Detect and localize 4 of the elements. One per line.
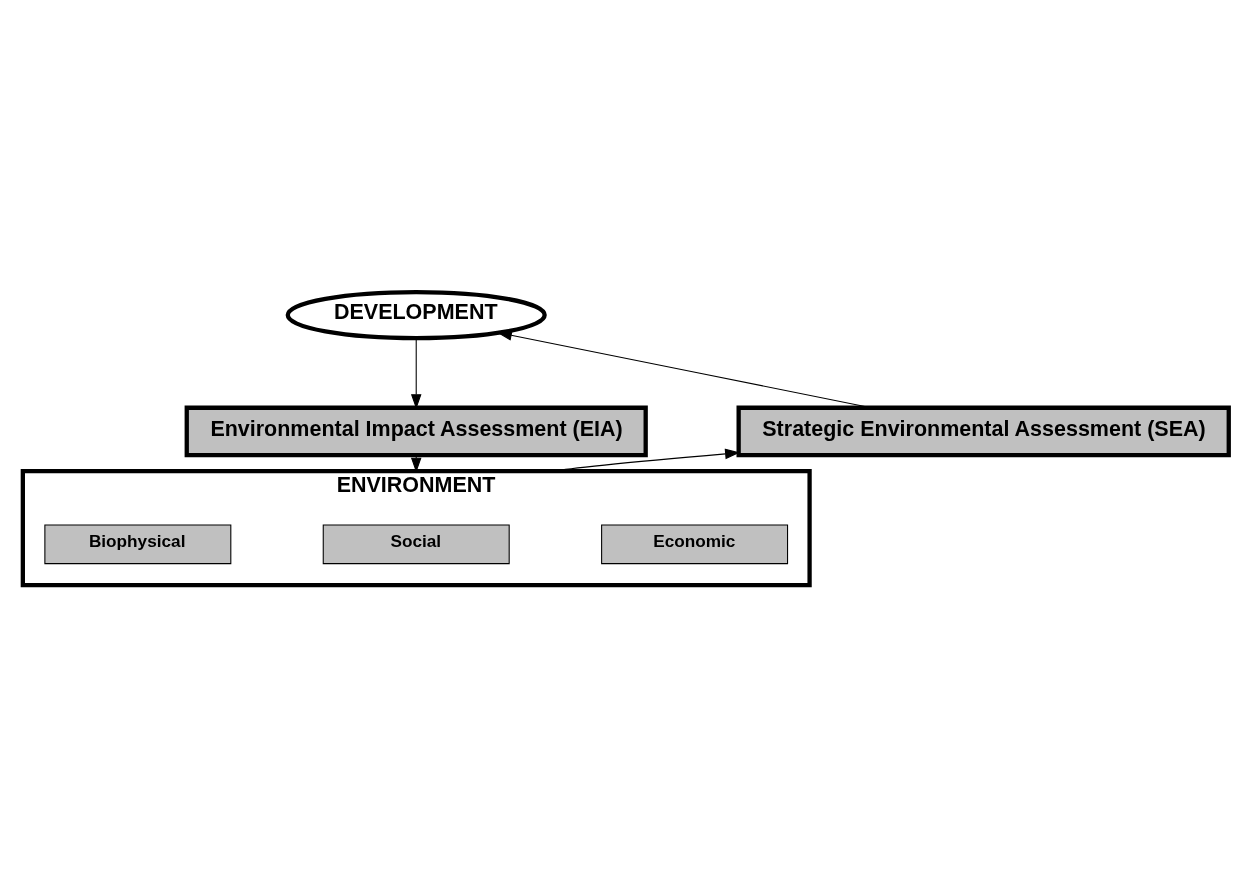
node-box: Social bbox=[322, 524, 510, 565]
node-box: Economic bbox=[601, 524, 789, 565]
node-box: Biophysical bbox=[44, 524, 232, 565]
node-box: Strategic Environmental Assessment (SEA) bbox=[736, 405, 1231, 458]
